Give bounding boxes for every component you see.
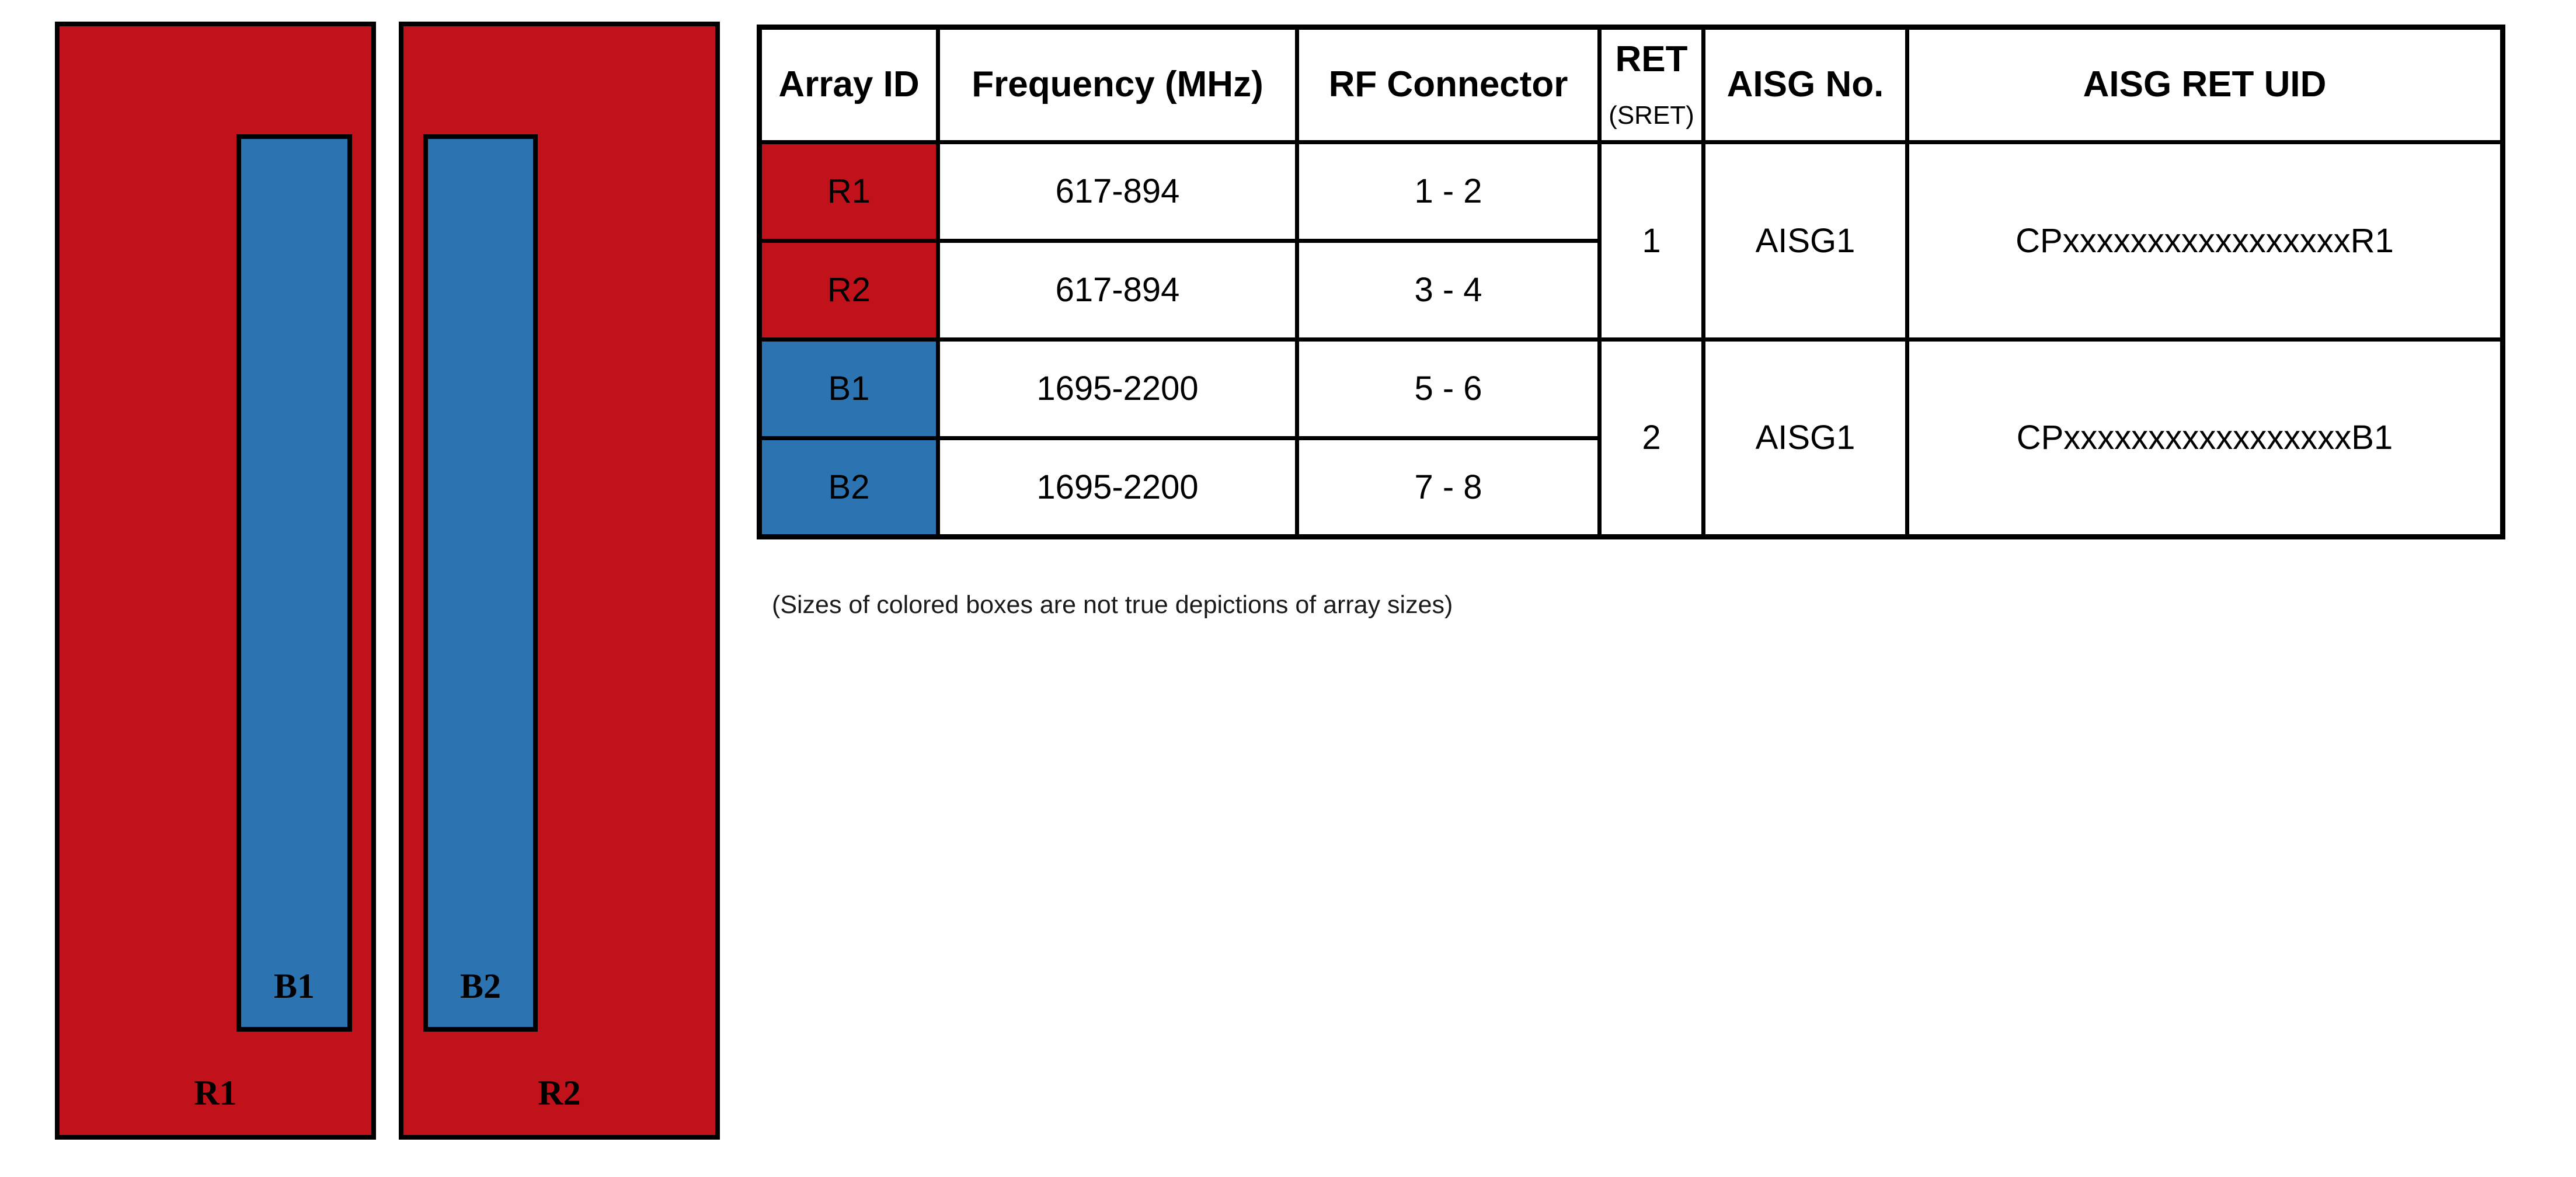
ret-cell-group-1: 1 — [1597, 140, 1705, 342]
col-header-array-id: Array ID — [757, 25, 940, 144]
array-label-r1: R1 — [194, 1074, 237, 1112]
rf-connector-cell-r2: 3 - 4 — [1295, 239, 1602, 342]
col-header-ret: RET (SRET) — [1597, 25, 1705, 144]
array-id-cell-r1: R1 — [757, 140, 940, 243]
frequency-cell-r1: 617-894 — [936, 140, 1299, 243]
col-header-rf-connector: RF Connector — [1295, 25, 1602, 144]
aisg-ret-uid-cell-group-2: CPxxxxxxxxxxxxxxxxxB1 — [1905, 337, 2505, 539]
array-label-b1: B1 — [273, 967, 315, 1005]
array-label-b2: B2 — [459, 967, 502, 1005]
frequency-cell-b1: 1695-2200 — [936, 337, 1299, 440]
array-spec-table: Array ID Frequency (MHz) RF Connector RE… — [757, 25, 2505, 539]
table-row-b1: B1 1695-2200 5 - 6 2 AISG1 CPxxxxxxxxxxx… — [757, 337, 2505, 539]
array-id-cell-r2: R2 — [757, 239, 940, 342]
col-header-ret-label: RET — [1615, 39, 1688, 80]
table-header-row: Array ID Frequency (MHz) RF Connector RE… — [757, 25, 2505, 144]
col-header-frequency: Frequency (MHz) — [936, 25, 1299, 144]
ret-cell-group-2: 2 — [1597, 337, 1705, 539]
col-header-aisg-ret-uid: AISG RET UID — [1905, 25, 2505, 144]
rf-connector-cell-b1: 5 - 6 — [1295, 337, 1602, 440]
array-box-b2: B2 — [423, 134, 538, 1032]
col-header-sret-label: (SRET) — [1609, 101, 1694, 130]
aisg-no-cell-group-1: AISG1 — [1701, 140, 1909, 342]
table-row-r2: R2 617-894 3 - 4 — [757, 239, 2503, 342]
array-box-b1: B1 — [236, 134, 352, 1032]
col-header-aisg-no: AISG No. — [1701, 25, 1909, 144]
frequency-cell-r2: 617-894 — [936, 239, 1299, 342]
table-row-b2: B2 1695-2200 7 - 8 — [757, 436, 2503, 539]
frequency-cell-b2: 1695-2200 — [936, 436, 1299, 539]
array-id-cell-b2: B2 — [757, 436, 940, 539]
array-label-r2: R2 — [538, 1074, 581, 1112]
size-disclaimer-note: (Sizes of colored boxes are not true dep… — [772, 591, 1453, 619]
rf-connector-cell-b2: 7 - 8 — [1295, 436, 1602, 539]
table-row-r1: R1 617-894 1 - 2 1 AISG1 CPxxxxxxxxxxxxx… — [757, 140, 2505, 342]
array-id-cell-b1: B1 — [757, 337, 940, 440]
rf-connector-cell-r1: 1 - 2 — [1295, 140, 1602, 243]
aisg-no-cell-group-2: AISG1 — [1701, 337, 1909, 539]
aisg-ret-uid-cell-group-1: CPxxxxxxxxxxxxxxxxxR1 — [1905, 140, 2505, 342]
